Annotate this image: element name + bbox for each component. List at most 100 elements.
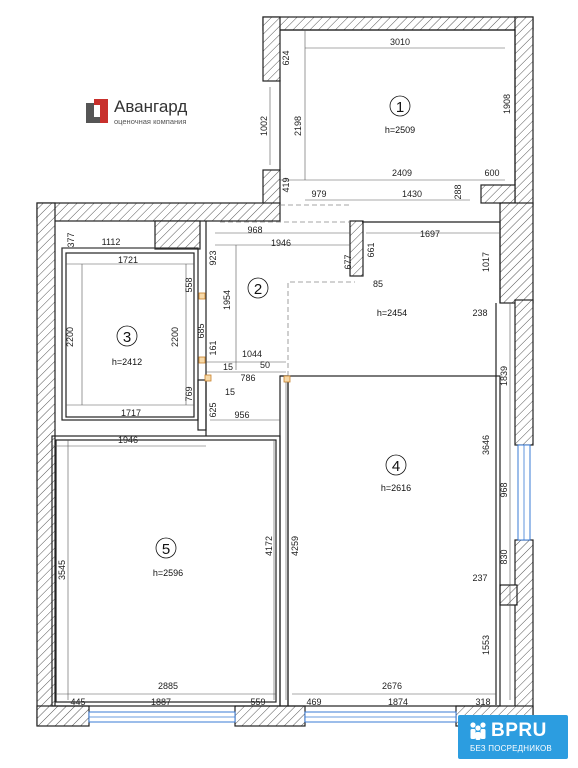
room-3-circle <box>116 325 138 347</box>
room-4-number: 4 <box>392 458 400 475</box>
room-1-number: 1 <box>396 99 404 116</box>
dashed-lines <box>220 204 355 376</box>
dim-label: 624 <box>281 50 291 65</box>
dim-label: 1697 <box>420 229 440 239</box>
dim-label: 2200 <box>170 327 180 347</box>
wall <box>514 539 534 721</box>
dim-label: 1002 <box>259 116 269 136</box>
dim-label: 1946 <box>118 435 138 445</box>
dim-label: 161 <box>208 340 218 355</box>
dim-label: 1874 <box>388 697 408 707</box>
wall <box>234 705 306 727</box>
wall <box>514 299 534 446</box>
dim-label: 288 <box>453 184 463 199</box>
room-labels: 1 h=2509 2 3 h=2412 4 h=2616 h=2454 5 h=… <box>112 95 415 578</box>
dim-label: 979 <box>311 189 326 199</box>
dim-label: 1430 <box>402 189 422 199</box>
dim-label: 3646 <box>481 435 491 455</box>
dim-label: 769 <box>184 386 194 401</box>
company-logo: Авангард оценочная компания <box>86 97 206 131</box>
dim-label: 85 <box>373 279 383 289</box>
dim-label: 1954 <box>222 290 232 310</box>
dim-label: 786 <box>240 373 255 383</box>
wall <box>262 169 281 206</box>
dim-label: 558 <box>184 277 194 292</box>
wall <box>480 184 516 204</box>
dim-label: 956 <box>234 410 249 420</box>
room-1-circle <box>389 95 411 117</box>
dim-label: 1553 <box>481 635 491 655</box>
dimension-lines <box>52 30 511 700</box>
dim-label: 2200 <box>65 327 75 347</box>
dim-label: 559 <box>250 697 265 707</box>
wall <box>499 584 518 606</box>
dim-label: 685 <box>196 323 206 338</box>
dim-label: 1721 <box>118 255 138 265</box>
room-4-height: h=2616 <box>381 483 411 493</box>
logo-mark-icon <box>86 99 108 123</box>
dim-label: 2676 <box>382 681 402 691</box>
dim-label: 15 <box>225 387 235 397</box>
company-name: Авангард <box>114 97 188 116</box>
windows <box>88 444 531 723</box>
dim-label: 318 <box>475 697 490 707</box>
room-2-number: 2 <box>254 281 262 298</box>
dim-label: 419 <box>281 177 291 192</box>
dim-label: 923 <box>208 250 218 265</box>
wall <box>262 16 534 31</box>
dim-label: 968 <box>499 482 509 497</box>
bpru-watermark: BPRU БЕЗ ПОСРЕДНИКОВ <box>458 715 568 759</box>
wall <box>36 705 90 727</box>
dim-label: 50 <box>260 360 270 370</box>
wall <box>36 202 281 222</box>
dim-label: 2885 <box>158 681 178 691</box>
dim-label: 238 <box>472 308 487 318</box>
company-subtitle: оценочная компания <box>114 117 187 126</box>
room-4-circle <box>385 454 407 476</box>
room-1-height: h=2509 <box>385 125 415 135</box>
room-3-height: h=2412 <box>112 357 142 367</box>
dim-label: 830 <box>499 549 509 564</box>
room-5-height: h=2596 <box>153 568 183 578</box>
dim-label: 2198 <box>293 116 303 136</box>
wall <box>514 16 534 206</box>
dim-label: 600 <box>484 168 499 178</box>
dim-label: 237 <box>472 573 487 583</box>
dim-label: 677 <box>343 254 353 269</box>
dim-label: 1908 <box>502 94 512 114</box>
dim-label: 1017 <box>481 252 491 272</box>
dim-label: 1887 <box>151 697 171 707</box>
dim-label: 445 <box>70 697 85 707</box>
wall <box>499 202 534 304</box>
bpru-name: BPRU <box>491 720 547 741</box>
dim-label: 1839 <box>499 366 509 386</box>
interior-walls <box>51 29 516 707</box>
dim-label: 15 <box>223 362 233 372</box>
room-2-circle <box>247 277 269 299</box>
dim-label: 1717 <box>121 408 141 418</box>
dim-label: 377 <box>66 232 76 247</box>
markers <box>198 292 291 383</box>
wall <box>262 16 281 82</box>
dim-label: 661 <box>366 242 376 257</box>
dim-label: 625 <box>208 402 218 417</box>
walls <box>36 16 534 727</box>
dim-label: 1044 <box>242 349 262 359</box>
room-4b-height: h=2454 <box>377 308 407 318</box>
wall <box>349 220 364 277</box>
dim-label: 4259 <box>290 536 300 556</box>
dim-label: 1946 <box>271 238 291 248</box>
dim-label: 968 <box>247 225 262 235</box>
dim-label: 469 <box>306 697 321 707</box>
wall <box>154 220 201 250</box>
dim-label: 1112 <box>102 237 121 247</box>
dim-label: 4172 <box>264 536 274 556</box>
people-icon <box>470 722 486 740</box>
dim-label: 3010 <box>390 37 410 47</box>
bpru-subtitle: БЕЗ ПОСРЕДНИКОВ <box>470 744 552 753</box>
room-5-circle <box>155 537 177 559</box>
dim-label: 2409 <box>392 168 412 178</box>
dim-label: 3545 <box>57 560 67 580</box>
room-5-number: 5 <box>162 541 170 558</box>
